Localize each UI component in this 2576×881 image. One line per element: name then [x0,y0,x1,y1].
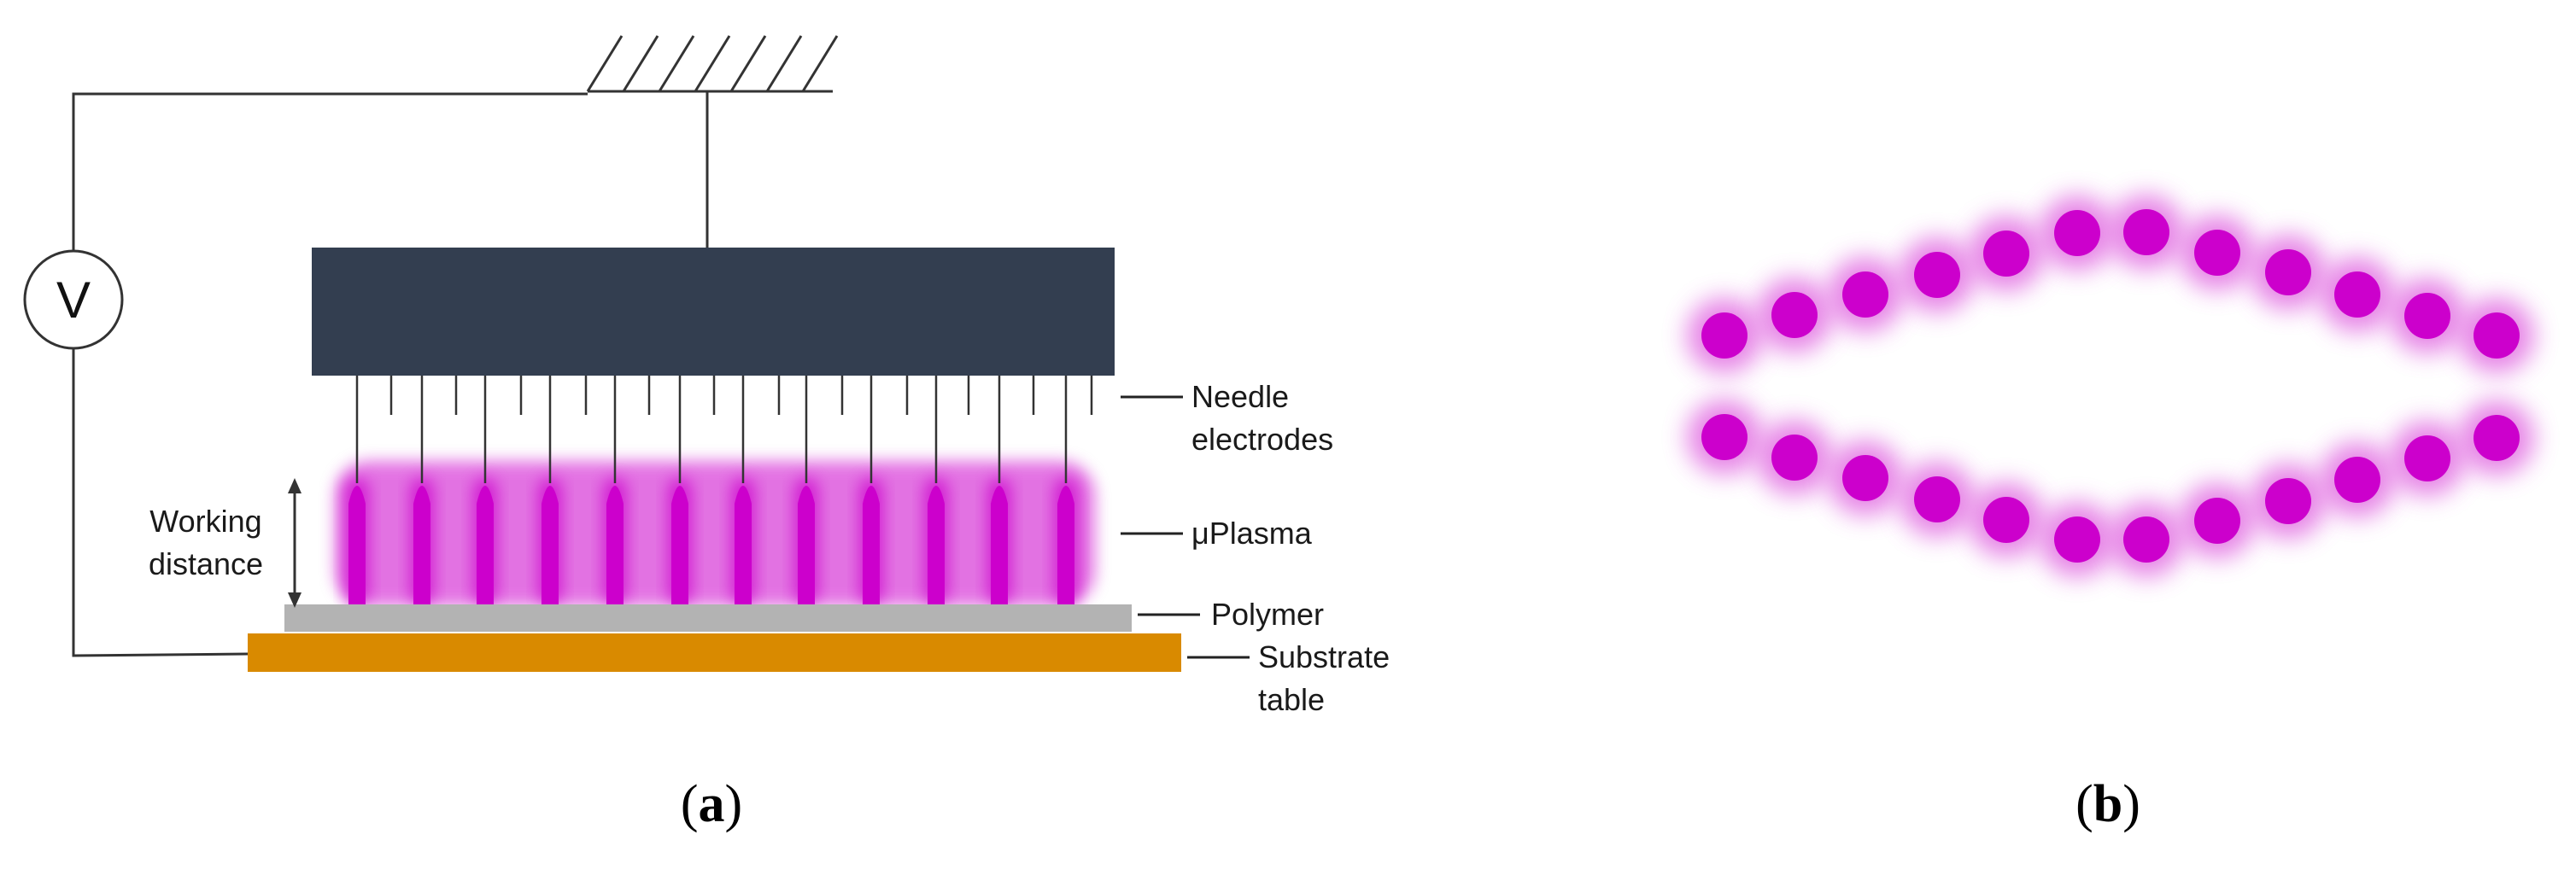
voltage-source-circle [23,249,124,350]
needle-electrodes [355,376,1093,483]
ground-symbol [586,35,839,93]
plasma-dot [2123,516,2169,563]
needle-label-line2: electrodes [1191,422,1333,457]
working-label-line1: Working [149,504,261,539]
plasma-column [542,486,559,604]
plasma-dot-ring [1701,209,2520,563]
plasma-column [928,486,945,604]
plasma-column [606,486,624,604]
plasma-column [798,486,815,604]
circuit-wire [72,91,709,657]
plasma-dot [1842,271,1888,318]
plasma-columns [335,461,1095,606]
plasma-column [348,486,366,604]
plasma-dot [2404,293,2450,339]
plasma-column [991,486,1008,604]
plasma-column [735,486,752,604]
plasma-dot [2265,249,2311,295]
panel-b: (b) [1687,195,2534,833]
plasma-dot [2265,478,2311,524]
plasma-column [863,486,880,604]
plasma-label: μPlasma [1191,516,1313,551]
plasma-column [1057,486,1074,604]
caption-a: (a) [681,775,742,833]
plasma-glow-band [335,461,1095,606]
plasma-dot [1983,497,2029,543]
plasma-dot [2334,271,2380,318]
electrode-block [312,248,1115,376]
plasma-dot [2474,312,2520,359]
plasma-dot [2404,435,2450,481]
plasma-column [413,486,430,604]
substrate-table [248,633,1181,672]
plasma-dot [2054,210,2100,256]
plasma-dot [2054,516,2100,563]
substrate-label-line1: Substrate [1258,639,1390,674]
polymer-label: Polymer [1211,597,1324,632]
voltage-source: V [23,249,124,350]
plasma-column [477,486,494,604]
working-distance-arrow [288,478,302,608]
voltage-symbol: V [56,271,91,329]
plasma-column [671,486,688,604]
plasma-dot [1914,252,1960,298]
caption-b: (b) [2075,775,2140,833]
plasma-dot [1701,414,1748,460]
plasma-dot [1771,292,1818,338]
plasma-dot [2334,457,2380,503]
leader-lines [1121,395,1250,659]
polymer-layer [284,604,1132,632]
plasma-dot [1914,476,1960,522]
plasma-dot [2194,230,2240,276]
plasma-dot [2474,415,2520,461]
plasma-dot [1701,312,1748,359]
needle-label-line1: Needle [1191,379,1289,414]
panel-a: V Working distance Needle electrodes μPl… [23,35,1390,833]
substrate-label-line2: table [1258,682,1325,717]
plasma-dot [2123,209,2169,255]
plasma-dot [1842,455,1888,501]
plasma-dot [2194,498,2240,544]
plasma-dot [1771,435,1818,481]
plasma-dot [1983,230,2029,277]
plasma-dot-glow [1687,195,2534,577]
working-label-line2: distance [149,546,263,581]
